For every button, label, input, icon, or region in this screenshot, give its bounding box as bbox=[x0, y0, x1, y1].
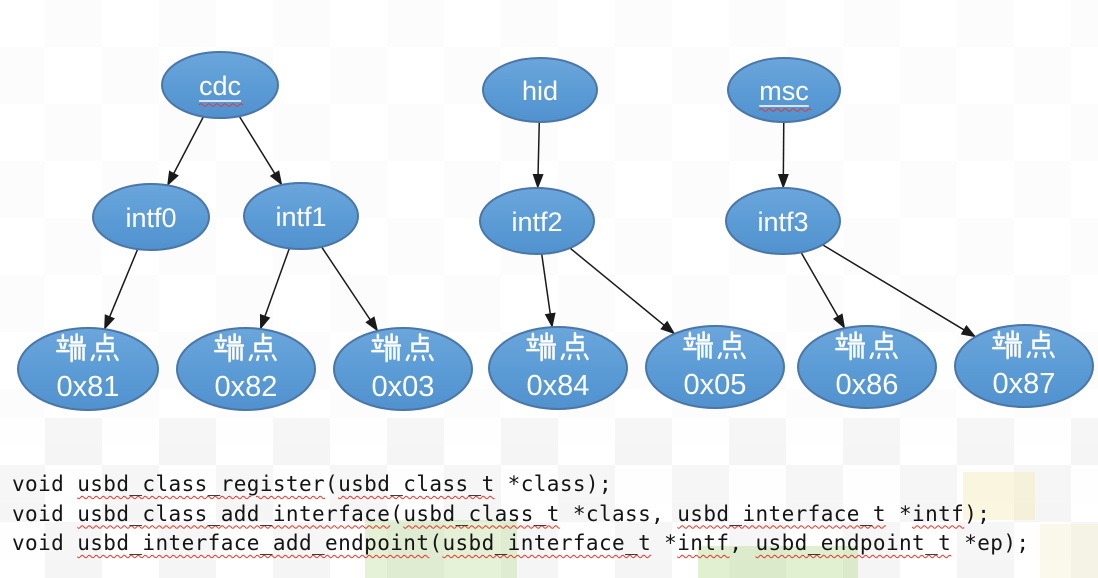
diagram-node-intf3: intf3 bbox=[725, 187, 841, 255]
diagram-node-intf0: intf0 bbox=[92, 183, 210, 251]
diagram-node-hid: hid bbox=[482, 57, 598, 123]
edge-arrow-intf3-ep86 bbox=[800, 251, 846, 330]
node-ellipse bbox=[482, 57, 598, 123]
edge-arrow-intf2-ep05 bbox=[569, 247, 676, 335]
code-token-flagged: usbd_interface_add_endpoint bbox=[77, 531, 430, 555]
node-label: cdc bbox=[199, 71, 241, 101]
code-line-3: void usbd_interface_add_endpoint(usbd_in… bbox=[12, 529, 1029, 559]
code-token: void bbox=[12, 531, 78, 555]
node-ellipse bbox=[243, 182, 359, 250]
endpoint-id-label: 0x87 bbox=[993, 368, 1056, 400]
code-token: ( bbox=[429, 531, 443, 555]
spellcheck-squiggle bbox=[758, 108, 812, 112]
endpoint-id-label: 0x82 bbox=[215, 371, 278, 403]
edge-arrow-intf3-ep87 bbox=[822, 244, 977, 338]
node-label: intf1 bbox=[275, 202, 326, 232]
code-line-1: void usbd_class_register(usbd_class_t *c… bbox=[12, 470, 1029, 500]
node-ellipse bbox=[333, 327, 473, 411]
edge-arrow-cdc-intf0 bbox=[166, 116, 205, 187]
code-token-flagged: usbd_class_t bbox=[338, 472, 495, 496]
node-ellipse bbox=[176, 327, 316, 411]
spellcheck-squiggle bbox=[198, 103, 244, 107]
code-token: , bbox=[729, 531, 756, 555]
node-ellipse bbox=[954, 324, 1094, 408]
diagram-node-ep82: 0x82 bbox=[176, 327, 316, 411]
diagram-node-ep03: 0x03 bbox=[333, 327, 473, 411]
node-label: intf3 bbox=[757, 207, 808, 237]
code-token: *class); bbox=[494, 472, 613, 496]
code-token: void bbox=[12, 472, 78, 496]
node-ellipse bbox=[645, 325, 785, 409]
node-label: intf0 bbox=[125, 203, 176, 233]
endpoint-id-label: 0x05 bbox=[684, 369, 747, 401]
diagram-node-ep86: 0x86 bbox=[797, 325, 937, 409]
code-token: ( bbox=[325, 472, 339, 496]
code-token: void bbox=[12, 501, 78, 526]
node-ellipse bbox=[725, 187, 841, 255]
edge-arrow-msc-intf3 bbox=[777, 121, 789, 190]
code-token-flagged: intf bbox=[912, 501, 965, 526]
code-token: ); bbox=[964, 501, 991, 526]
code-token-flagged: usbd_class_t bbox=[403, 501, 560, 526]
edge-arrow-intf0-ep81 bbox=[103, 248, 139, 331]
code-token: * bbox=[885, 501, 913, 526]
node-ellipse bbox=[17, 327, 159, 411]
edge-arrow-hid-intf2 bbox=[532, 121, 544, 190]
node-ellipse bbox=[797, 325, 937, 409]
diagram-node-intf1: intf1 bbox=[243, 182, 359, 250]
edge-arrow-intf1-ep82 bbox=[259, 248, 291, 330]
code-token: *class, bbox=[559, 501, 678, 526]
endpoint-id-label: 0x81 bbox=[57, 371, 120, 403]
code-snippet: void usbd_class_register(usbd_class_t *c… bbox=[12, 470, 1029, 559]
highlight-artifact-yellow bbox=[1040, 524, 1098, 578]
node-ellipse bbox=[161, 51, 279, 119]
node-ellipse bbox=[727, 57, 841, 123]
diagram-node-cdc: cdc bbox=[161, 51, 279, 119]
code-line-2: void usbd_class_add_interface(usbd_class… bbox=[12, 500, 1029, 530]
code-token: *ep); bbox=[951, 531, 1030, 555]
edge-arrow-intf1-ep03 bbox=[320, 246, 379, 332]
diagram-node-ep84: 0x84 bbox=[488, 326, 628, 410]
code-token: * bbox=[651, 531, 678, 555]
endpoint-id-label: 0x03 bbox=[372, 371, 435, 403]
diagram-node-ep05: 0x05 bbox=[645, 325, 785, 409]
code-token-flagged: usbd_class_register bbox=[77, 472, 326, 496]
endpoint-id-label: 0x86 bbox=[836, 369, 899, 401]
code-token-flagged: usbd_interface_t bbox=[442, 531, 652, 555]
node-ellipse bbox=[488, 326, 628, 410]
endpoint-id-label: 0x84 bbox=[527, 370, 590, 402]
code-token-flagged: intf bbox=[677, 531, 730, 555]
code-token: ( bbox=[390, 501, 404, 526]
diagram-node-ep87: 0x87 bbox=[954, 324, 1094, 408]
edge-arrow-intf2-ep84 bbox=[540, 253, 556, 329]
node-ellipse bbox=[479, 187, 595, 255]
code-token-flagged: usbd_class_add_interface bbox=[77, 501, 391, 526]
diagram-node-msc: msc bbox=[727, 57, 841, 123]
node-label: msc bbox=[759, 76, 809, 106]
node-label: hid bbox=[522, 76, 558, 106]
code-token-flagged: usbd_endpoint_t bbox=[755, 531, 952, 555]
edge-arrow-cdc-intf1 bbox=[238, 115, 283, 186]
diagram-node-intf2: intf2 bbox=[479, 187, 595, 255]
usb-class-topology-diagram: cdc hid msc intf0 intf1 intf2 intf3 0x81 0x82 0x0… bbox=[17, 51, 1094, 411]
node-ellipse bbox=[92, 183, 210, 251]
diagram-node-ep81: 0x81 bbox=[17, 327, 159, 411]
code-token-flagged: usbd_interface_t bbox=[677, 501, 886, 526]
node-label: intf2 bbox=[511, 207, 562, 237]
